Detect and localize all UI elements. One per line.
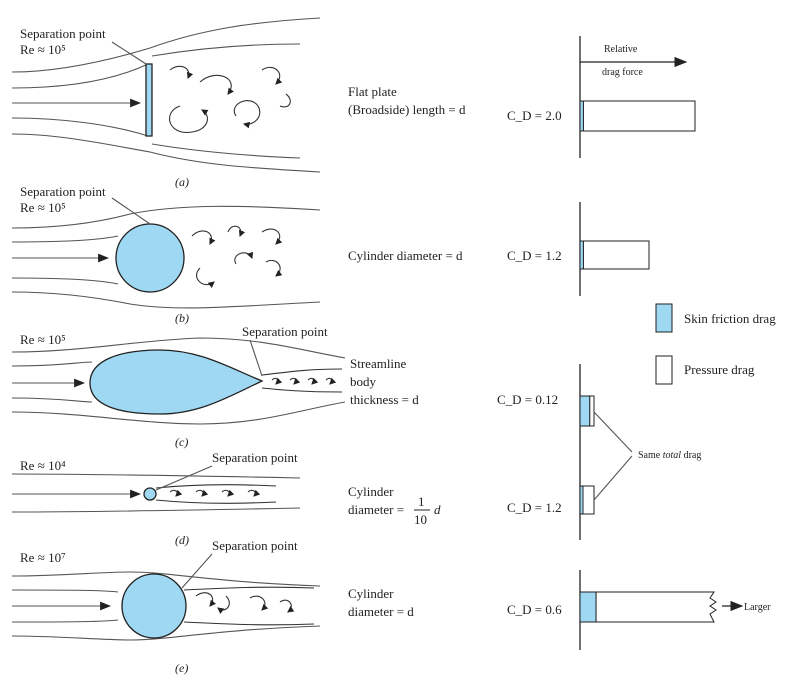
- case-b-separation-label: Separation point: [20, 184, 106, 199]
- case-d-desc-1: Cylinder: [348, 484, 394, 499]
- case-d-flow-sketch: Re ≈ 10⁴ Separation point (d): [11, 450, 301, 547]
- case-d-caption: (d): [175, 533, 189, 547]
- fraction-numerator: 1: [418, 494, 425, 509]
- case-a-reynolds-label: Re ≈ 10⁵: [20, 42, 66, 57]
- case-b-reynolds-label: Re ≈ 10⁵: [20, 200, 66, 215]
- case-c-desc-1: Streamline: [350, 356, 407, 371]
- drag-bars: [579, 100, 717, 623]
- case-e-caption: (e): [175, 661, 188, 675]
- case-e-reynolds-label: Re ≈ 10⁷: [20, 550, 66, 565]
- case-d-fraction: 1 10 d: [414, 494, 441, 527]
- case-c-reynolds-label: Re ≈ 10⁵: [20, 332, 66, 347]
- case-d-reynolds-label: Re ≈ 10⁴: [20, 458, 66, 473]
- case-d-pressure-bar: [582, 485, 595, 515]
- case-d-separation-label: Separation point: [212, 450, 298, 465]
- case-d-desc-2: diameter =: [348, 502, 404, 517]
- legend-skin-friction-swatch: [655, 303, 673, 333]
- legend: Skin friction drag Pressure drag: [655, 303, 776, 385]
- same-total-annotation: Same total drag: [593, 411, 701, 501]
- case-c-cd-label: C_D = 0.12: [497, 392, 558, 407]
- case-b-desc-1: Cylinder diameter = d: [348, 248, 463, 263]
- case-a-caption: (a): [175, 175, 189, 189]
- case-b-caption: (b): [175, 311, 189, 325]
- axis-title-1: Relative: [604, 44, 638, 55]
- case-b-flow-sketch: Separation point Re ≈ 10⁵ (b): [11, 184, 321, 325]
- case-a-desc-1: Flat plate: [348, 84, 397, 99]
- case-c-skin-friction-bar: [579, 395, 591, 427]
- flat-plate-body: [145, 63, 153, 137]
- case-c-desc-2: body: [350, 374, 377, 389]
- case-c-flow-sketch: Re ≈ 10⁵ Separation point (c): [11, 324, 346, 449]
- case-e-pressure-bar: [595, 591, 717, 623]
- case-b-cd-label: C_D = 1.2: [507, 248, 562, 263]
- case-e-desc-1: Cylinder: [348, 586, 394, 601]
- case-c-desc-3: thickness = d: [350, 392, 419, 407]
- same-total-text: Same total drag: [638, 450, 701, 461]
- case-c-pressure-bar: [589, 395, 595, 427]
- case-a-cd-label: C_D = 2.0: [507, 108, 562, 123]
- case-a-separation-label: Separation point: [20, 26, 106, 41]
- axis-title-2: drag force: [602, 67, 643, 78]
- case-e-skin-friction-bar: [579, 591, 597, 623]
- case-a-flow-sketch: Separation point Re ≈ 10⁵ (a): [11, 17, 321, 189]
- case-e-flow-sketch: Re ≈ 10⁷ Separation point (e): [11, 538, 321, 675]
- case-c-separation-label: Separation point: [242, 324, 328, 339]
- case-e-separation-label: Separation point: [212, 538, 298, 553]
- case-b-skin-friction-bar: [579, 240, 584, 270]
- case-a-skin-friction-bar: [579, 100, 584, 132]
- case-e-desc-2: diameter = d: [348, 604, 414, 619]
- fraction-unit: d: [434, 502, 441, 517]
- cylinder-e-body: [121, 573, 187, 639]
- fraction-denominator: 10: [414, 512, 427, 527]
- case-d-cd-label: C_D = 1.2: [507, 500, 562, 515]
- case-b-pressure-bar: [582, 240, 650, 270]
- larger-text: Larger: [744, 602, 771, 613]
- larger-annotation: Larger: [722, 600, 771, 613]
- case-a-pressure-bar: [582, 100, 696, 132]
- case-e-cd-label: C_D = 0.6: [507, 602, 562, 617]
- cylinder-d-body: [143, 487, 157, 501]
- case-c-caption: (c): [175, 435, 188, 449]
- legend-skin-friction-label: Skin friction drag: [684, 311, 776, 326]
- legend-pressure-label: Pressure drag: [684, 362, 755, 377]
- cylinder-b-body: [115, 223, 185, 293]
- streamline-body: [89, 349, 264, 415]
- case-a-desc-2: (Broadside) length = d: [348, 102, 466, 117]
- legend-pressure-swatch: [655, 355, 673, 385]
